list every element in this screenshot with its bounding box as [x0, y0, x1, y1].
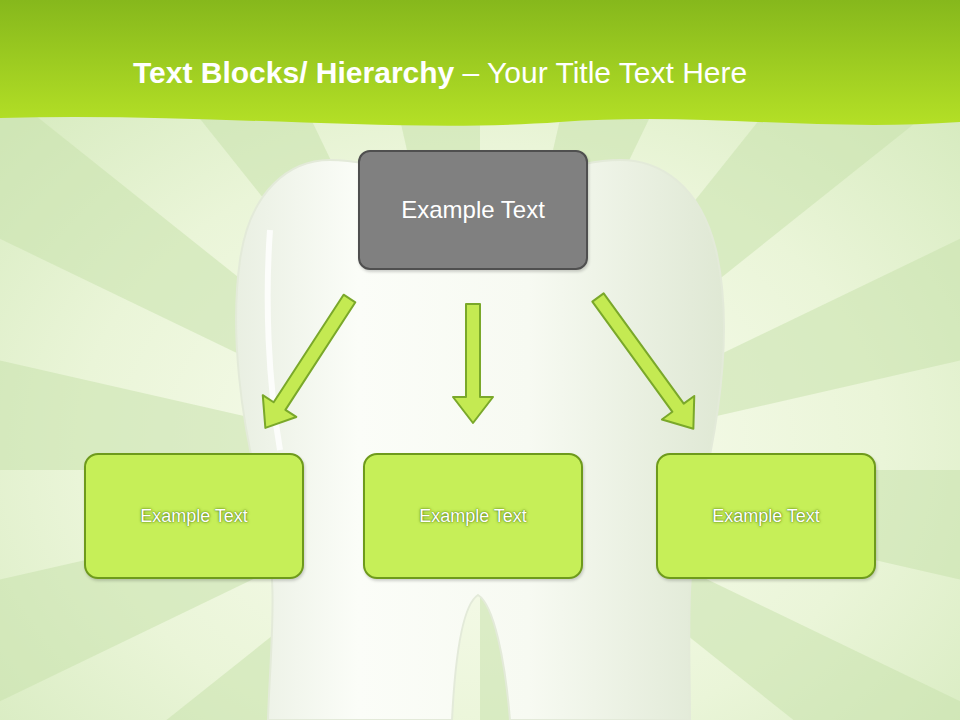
slide-title: Text Blocks/ Hierarchy – Your Title Text…: [133, 56, 747, 90]
child-box: Example Text: [84, 453, 304, 579]
hierarchy-arrow: [453, 304, 493, 423]
header-band: [0, 0, 960, 126]
box-label: Example Text: [401, 196, 545, 224]
box-label: Example Text: [419, 506, 527, 527]
hierarchy-arrow: [263, 295, 356, 428]
hierarchy-arrow: [592, 293, 694, 428]
box-label: Example Text: [712, 506, 820, 527]
box-label: Example Text: [140, 506, 248, 527]
child-box: Example Text: [363, 453, 583, 579]
child-box: Example Text: [656, 453, 876, 579]
title-text: Text Blocks/ Hierarchy – Your Title Text…: [133, 56, 747, 89]
root-box: Example Text: [358, 150, 588, 270]
